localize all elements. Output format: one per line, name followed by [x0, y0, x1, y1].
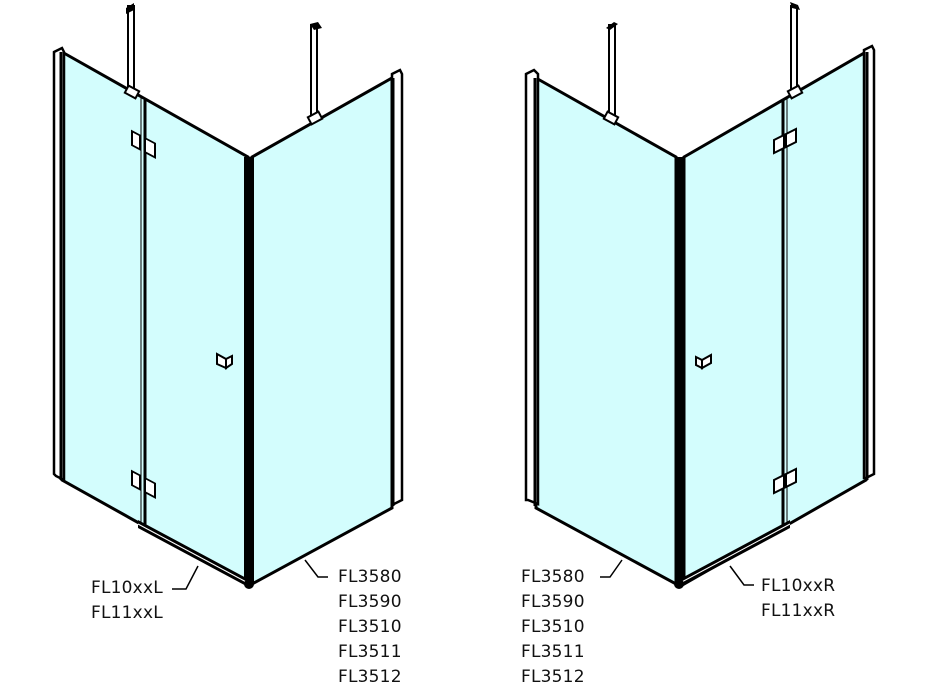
part-code-label: FL3590 [521, 592, 585, 612]
part-code-label: FL3590 [338, 592, 402, 612]
right-door-labels: FL10xxR FL11xxR [761, 576, 835, 626]
part-code-label: FL3512 [521, 667, 585, 687]
part-code-label: FL11xxR [761, 601, 836, 621]
ceiling-support [306, 22, 324, 126]
part-code-label: FL10xxL [91, 578, 163, 598]
part-code-label: FL3580 [521, 567, 585, 587]
part-code-label: FL3580 [338, 567, 402, 587]
left-enclosure [52, 3, 404, 590]
left-side-panel-glass [250, 75, 394, 587]
part-code-label: FL11xxL [91, 603, 163, 623]
corner-profile [244, 157, 254, 584]
left-door-labels: FL10xxL FL11xxL [91, 578, 163, 628]
hinge-icon [131, 129, 156, 159]
part-code-label: FL3510 [338, 617, 402, 637]
door-handle-icon [695, 353, 712, 370]
door-handle-icon [216, 352, 233, 370]
part-code-label: FL10xxR [761, 576, 836, 596]
part-code-label: FL3510 [521, 617, 585, 637]
leader-line [304, 559, 328, 578]
hinge-icon [773, 467, 797, 495]
ceiling-support [602, 22, 620, 126]
ceiling-support [123, 3, 141, 100]
left-side-panel-labels: FL3580 FL3590 FL3510 FL3511 FL3512 [338, 567, 402, 692]
left-front-glass [60, 49, 250, 587]
leader-line [729, 565, 754, 586]
corner-profile [675, 157, 685, 584]
part-code-label: FL3512 [338, 667, 402, 687]
hinge-icon [131, 469, 156, 499]
part-code-label: FL3511 [338, 642, 402, 662]
leader-line [600, 559, 623, 578]
right-front-glass [682, 49, 868, 587]
leader-line [172, 565, 199, 590]
right-enclosure [524, 2, 876, 589]
ceiling-support [786, 2, 804, 100]
right-side-panel-glass [534, 75, 678, 587]
right-side-panel-labels: FL3580 FL3590 FL3510 FL3511 FL3512 [521, 567, 585, 692]
hinge-icon [773, 127, 797, 155]
part-code-label: FL3511 [521, 642, 585, 662]
